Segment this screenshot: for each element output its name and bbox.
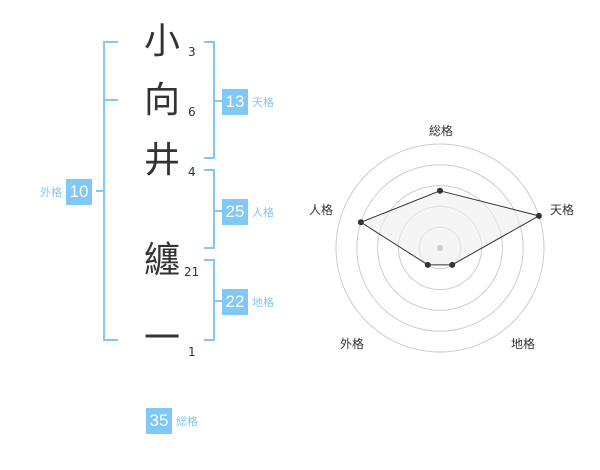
tenkaku-value: 13 <box>222 89 248 115</box>
radar-score-polygon <box>359 190 541 266</box>
stroke-count-2: 6 <box>188 105 196 119</box>
name-character-5: 一 <box>143 318 180 359</box>
soukaku-badge: 35 総格 <box>146 408 198 434</box>
gaikaku-value: 10 <box>66 179 92 205</box>
radar-ring <box>335 143 545 353</box>
jinkaku-badge: 25 人格 <box>222 199 274 225</box>
stroke-count-1: 3 <box>188 45 196 59</box>
radar-ring <box>377 185 503 311</box>
radar-point-chikaku <box>449 261 456 268</box>
chikaku-label: 地格 <box>252 296 274 309</box>
name-character-3: 井 <box>143 140 180 181</box>
tenkaku-badge: 13 天格 <box>222 89 274 115</box>
radar-label-soukaku: 総格 <box>429 124 454 138</box>
name-character-1: 小 <box>143 21 180 62</box>
radar-label-gaikaku: 外格 <box>340 337 365 351</box>
gaikaku-badge: 外格 10 <box>40 179 92 205</box>
radar-label-chikaku: 地格 <box>511 337 536 351</box>
jinkaku-label: 人格 <box>252 206 274 219</box>
chikaku-value: 22 <box>222 289 248 315</box>
radar-point-jinkaku <box>357 219 364 226</box>
name-character-4: 纏 <box>143 240 180 281</box>
jinkaku-value: 25 <box>222 199 248 225</box>
tenkaku-label: 天格 <box>252 96 274 109</box>
radar-point-soukaku <box>437 187 443 194</box>
radar-label-tenkaku: 天格 <box>550 203 575 217</box>
stroke-count-5: 1 <box>188 345 196 359</box>
stroke-count-3: 4 <box>188 165 196 179</box>
stroke-count-4: 21 <box>184 265 200 279</box>
radar-center-point <box>437 245 443 251</box>
soukaku-label: 総格 <box>176 415 198 428</box>
name-character-2: 向 <box>143 80 180 121</box>
radar-label-jinkaku: 人格 <box>309 203 334 217</box>
gaikaku-label: 外格 <box>40 186 62 199</box>
soukaku-value: 35 <box>146 408 172 434</box>
radar-ring <box>356 164 524 332</box>
radar-point-tenkaku <box>535 212 542 219</box>
chikaku-badge: 22 地格 <box>222 289 274 315</box>
radar-point-gaikaku <box>424 261 431 268</box>
jinkaku-bracket <box>204 169 215 249</box>
